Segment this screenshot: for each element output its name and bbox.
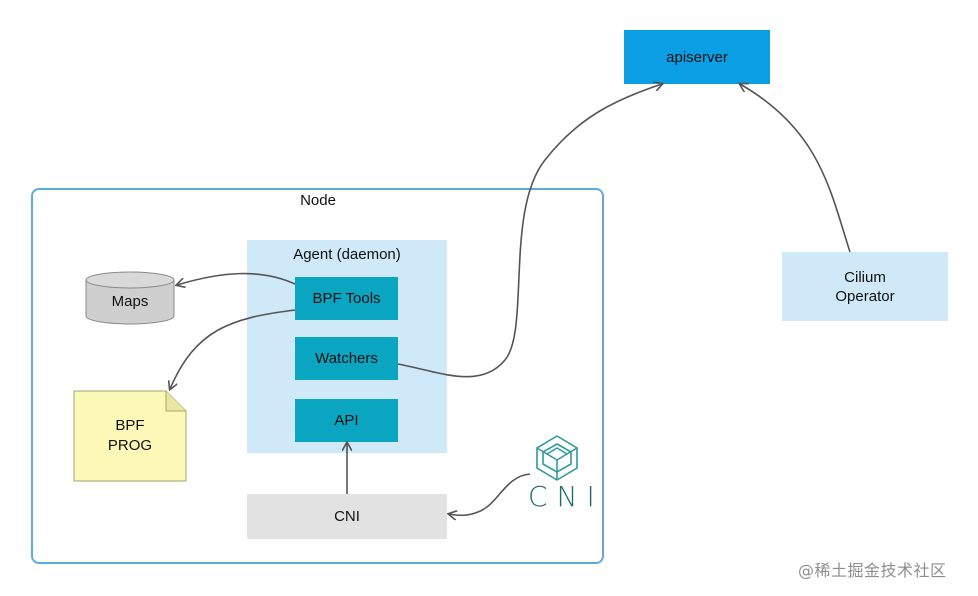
- api-label: API: [334, 412, 359, 429]
- watchers-label: Watchers: [315, 350, 378, 367]
- arrow-bpftools-to-maps: [177, 272, 296, 285]
- arrow-operator-to-apiserver: [740, 84, 851, 253]
- node-frame: [31, 188, 604, 564]
- apiserver-label: apiserver: [666, 48, 728, 66]
- watermark: @稀土掘金技术社区: [798, 561, 947, 580]
- maps-label: Maps: [112, 293, 149, 310]
- api-box: API: [295, 399, 398, 442]
- bpf-prog-line1: BPF: [115, 417, 144, 434]
- bpf-prog-note: [73, 390, 187, 482]
- bpf-prog-line2: PROG: [108, 437, 152, 454]
- apiserver-box: apiserver: [624, 30, 770, 84]
- node-label: Node: [300, 192, 336, 209]
- cilium-operator-box: Cilium Operator: [782, 252, 948, 321]
- bpf-tools-label: BPF Tools: [312, 290, 381, 307]
- agent-label: Agent (daemon): [293, 246, 401, 263]
- cni-box: CNI: [247, 494, 447, 539]
- cni-box-label: CNI: [334, 508, 360, 525]
- maps-cylinder: [85, 271, 175, 325]
- arrow-cnilogo-to-cni: [449, 473, 531, 515]
- arrow-watchers-to-apiserver: [397, 84, 662, 378]
- cni-cube-logo-icon: [536, 435, 578, 481]
- operator-line1: Cilium: [844, 268, 886, 286]
- operator-line2: Operator: [835, 287, 895, 305]
- bpf-tools-box: BPF Tools: [295, 277, 398, 320]
- watchers-box: Watchers: [295, 337, 398, 380]
- arrow-bpftools-to-bpfprog: [170, 309, 296, 389]
- cni-logo-text: CNI: [528, 480, 604, 513]
